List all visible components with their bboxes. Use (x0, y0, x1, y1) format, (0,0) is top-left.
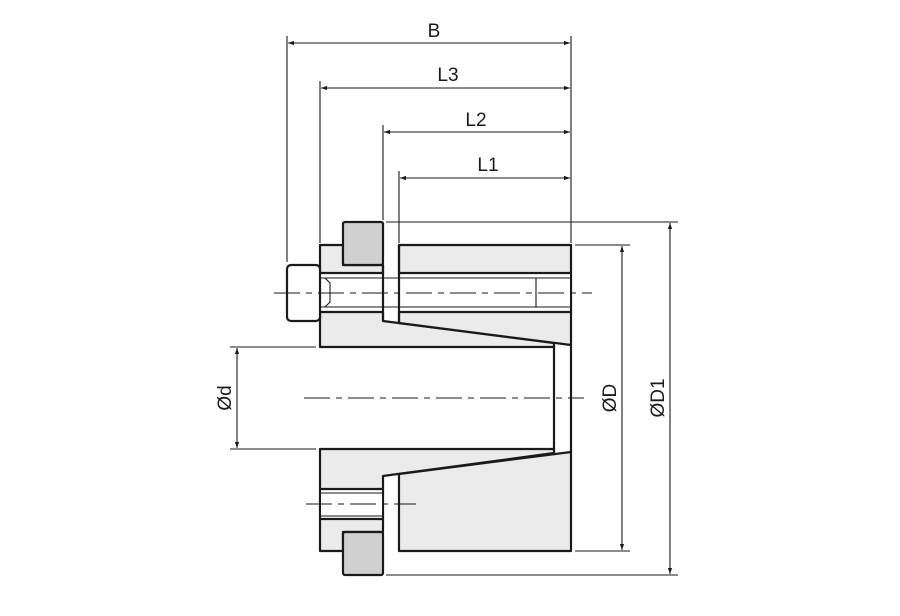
dimension-lines (234, 40, 673, 574)
dim-D-label: ØD (600, 384, 621, 413)
dim-D1-label: ØD1 (648, 378, 669, 417)
spacer-block-bottom (341, 530, 385, 577)
extension-lines (230, 36, 678, 576)
dim-L2-label: L2 (465, 110, 486, 131)
dim-d-label: Ød (215, 385, 236, 410)
dim-L1-label: L1 (477, 155, 498, 176)
dim-L3-label: L3 (437, 65, 458, 86)
outer-ring-lower (397, 450, 573, 553)
dim-B-label: B (428, 21, 441, 42)
spacer-block-top (341, 220, 385, 267)
